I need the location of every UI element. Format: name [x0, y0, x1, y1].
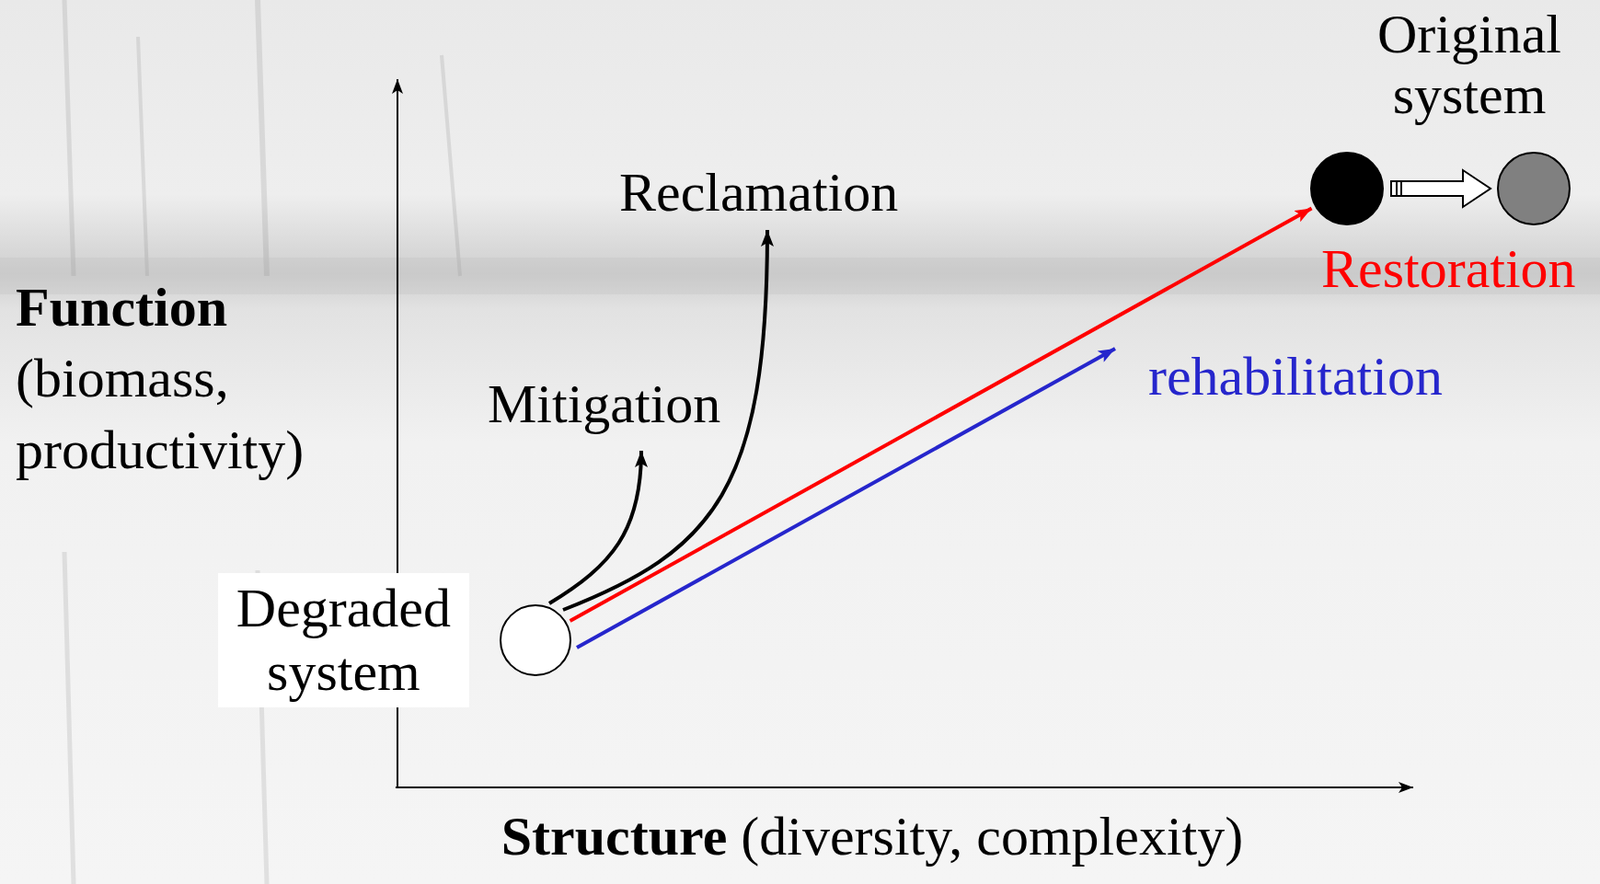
- hollow-arrow-tick: [1395, 181, 1398, 196]
- original-system-circle: Original system: [1310, 151, 1384, 226]
- node-label: Original system: [1377, 3, 1562, 126]
- axis-subtitle: (diversity, complexity): [740, 805, 1244, 869]
- tree-trunk: [441, 55, 461, 277]
- circle-shape: [1310, 151, 1384, 226]
- grey-circle: [1497, 152, 1570, 225]
- circle-outline: [500, 605, 571, 676]
- path-label: Reclamation: [619, 161, 898, 225]
- axis-title: Structure: [501, 805, 728, 869]
- hollow-arrow: [1391, 170, 1491, 208]
- node-label: Degraded system: [218, 573, 470, 708]
- edge-label: Restoration: [1321, 237, 1577, 301]
- tree-trunk: [64, 0, 74, 277]
- axis-caption: Structure(diversity, complexity): [501, 805, 1244, 869]
- degraded-system-circle: Degraded system: [499, 604, 572, 677]
- path-label: rehabilitation: [1148, 345, 1443, 409]
- circle-outline: [1311, 152, 1383, 225]
- circle-shape: [499, 604, 572, 677]
- tree-trunk: [257, 0, 267, 277]
- tree-trunk: [138, 36, 148, 277]
- axis-title: Function: [15, 276, 228, 340]
- tree-reflection: [64, 552, 74, 884]
- axis-subtitle: (biomass, productivity): [15, 342, 366, 486]
- hollow-arrow-tick: [1400, 181, 1403, 196]
- x-axis: [395, 786, 1414, 789]
- path-label: Mitigation: [487, 372, 721, 437]
